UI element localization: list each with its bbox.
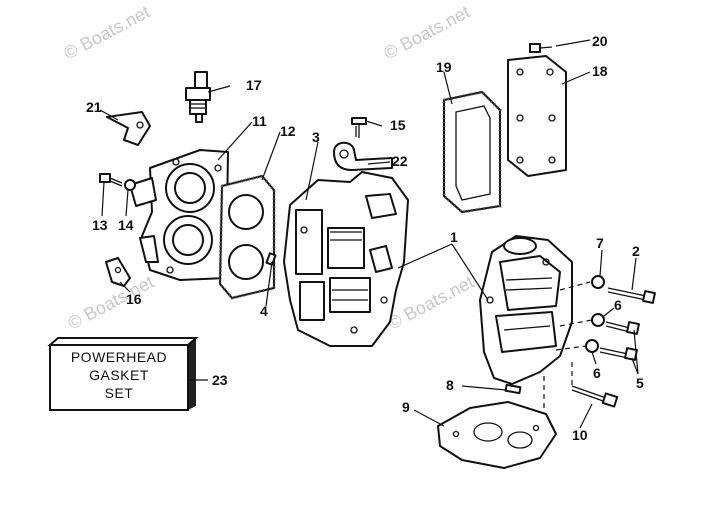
callout-8: 8 (446, 377, 454, 393)
callout-11: 11 (252, 113, 267, 129)
callout-labels: 1 2 3 4 5 6 6 7 8 9 10 11 12 13 14 15 16… (86, 33, 644, 443)
callout-16: 16 (126, 291, 142, 307)
clamp-screw[interactable] (351, 117, 367, 138)
crankcase-half[interactable] (479, 235, 573, 385)
callout-4: 4 (260, 303, 268, 319)
dowel-8[interactable] (504, 383, 522, 395)
callout-6-upper: 6 (614, 297, 622, 313)
cover-plate[interactable] (507, 55, 567, 177)
cylinder-block[interactable] (283, 171, 409, 347)
callout-10: 10 (572, 427, 588, 443)
callout-20: 20 (592, 33, 608, 49)
callout-15: 15 (390, 117, 406, 133)
callout-21: 21 (86, 99, 102, 115)
callout-2: 2 (632, 243, 640, 259)
crankcase-gasket[interactable] (437, 401, 557, 469)
dowel-pin[interactable] (265, 252, 277, 266)
callout-13: 13 (92, 217, 108, 233)
washer-7[interactable] (591, 275, 605, 289)
callout-3: 3 (312, 129, 320, 145)
bolt-2[interactable] (607, 287, 656, 304)
callout-5: 5 (636, 375, 644, 391)
hose-clamp[interactable] (333, 141, 393, 171)
cylinder-head-cover[interactable] (129, 149, 229, 281)
callout-7: 7 (596, 235, 604, 251)
alignment-lines (543, 281, 593, 412)
callout-6-lower: 6 (593, 365, 601, 381)
watermark-top-right: © Boats.net (380, 2, 473, 64)
callout-1: 1 (450, 229, 458, 245)
clip-lower[interactable] (105, 257, 131, 287)
bolt-5-upper[interactable] (605, 321, 640, 335)
cover-gasket[interactable] (442, 90, 502, 214)
callout-9: 9 (402, 399, 410, 415)
bolt-10[interactable] (571, 385, 619, 408)
head-screw[interactable] (99, 173, 123, 187)
spark-plug[interactable] (185, 71, 211, 123)
leader-lines (99, 39, 639, 429)
callout-19: 19 (436, 59, 452, 75)
gasket-set-label-line3: SET (105, 385, 134, 401)
bolt-5-lower[interactable] (599, 347, 638, 361)
callout-17: 17 (246, 77, 262, 93)
washer-6-upper[interactable] (591, 313, 605, 327)
gasket-set-label-line2: GASKET (89, 367, 149, 383)
callout-18: 18 (592, 63, 608, 79)
head-gasket[interactable] (218, 174, 276, 300)
watermark-top-left: © Boats.net (60, 2, 153, 64)
gasket-set-box[interactable]: POWERHEAD GASKET SET (47, 337, 199, 411)
head-washer[interactable] (124, 179, 136, 191)
callout-12: 12 (280, 123, 296, 139)
gasket-set-label-line1: POWERHEAD (71, 349, 167, 365)
callout-23: 23 (212, 372, 228, 388)
callout-14: 14 (118, 217, 134, 233)
callout-22: 22 (392, 153, 408, 169)
washer-6-lower[interactable] (585, 339, 599, 353)
cover-screw[interactable] (529, 43, 553, 53)
